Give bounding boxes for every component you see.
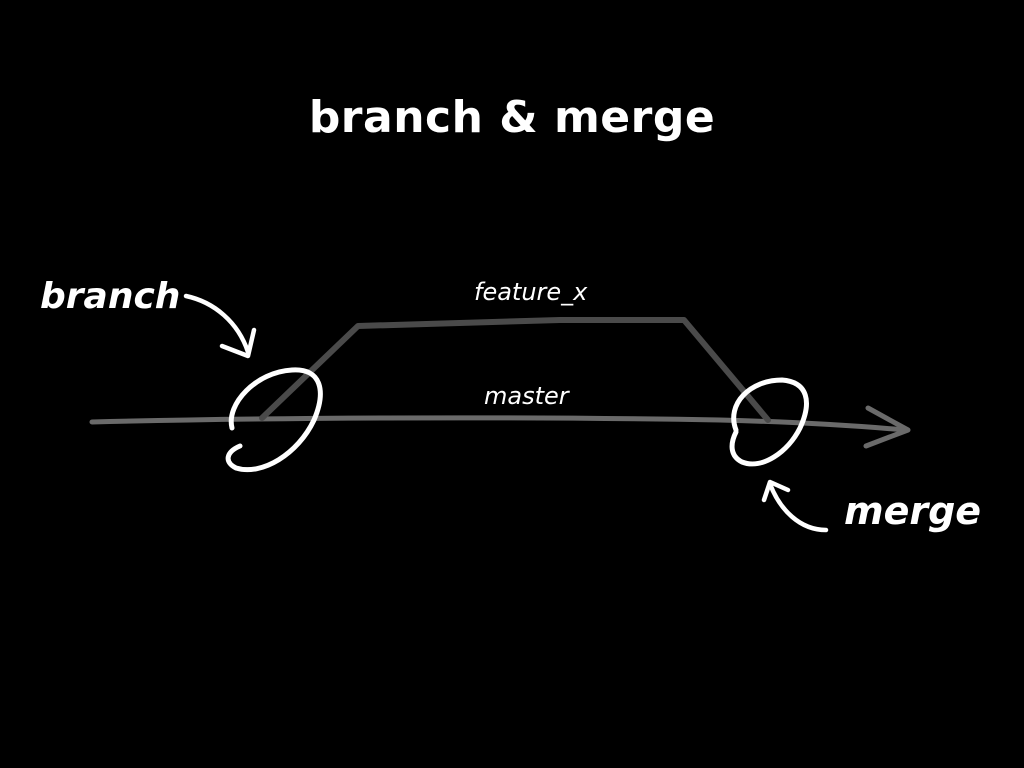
branch-arrowhead (219, 327, 257, 359)
feature-branch-label: feature_x (474, 278, 588, 306)
master-branch-label: master (484, 382, 571, 410)
merge-arrowhead (761, 479, 791, 503)
branch-arrow (183, 293, 251, 355)
feature-line (259, 317, 771, 423)
branch-point-circle (225, 367, 323, 472)
merge-arrow (767, 481, 829, 533)
slide-title: branch & merge (308, 92, 716, 143)
merge-point-circle (729, 377, 809, 467)
master-arrowhead (863, 405, 911, 449)
merge-label: merge (844, 489, 981, 533)
master-line (89, 415, 908, 433)
branch-label: branch (40, 276, 180, 317)
